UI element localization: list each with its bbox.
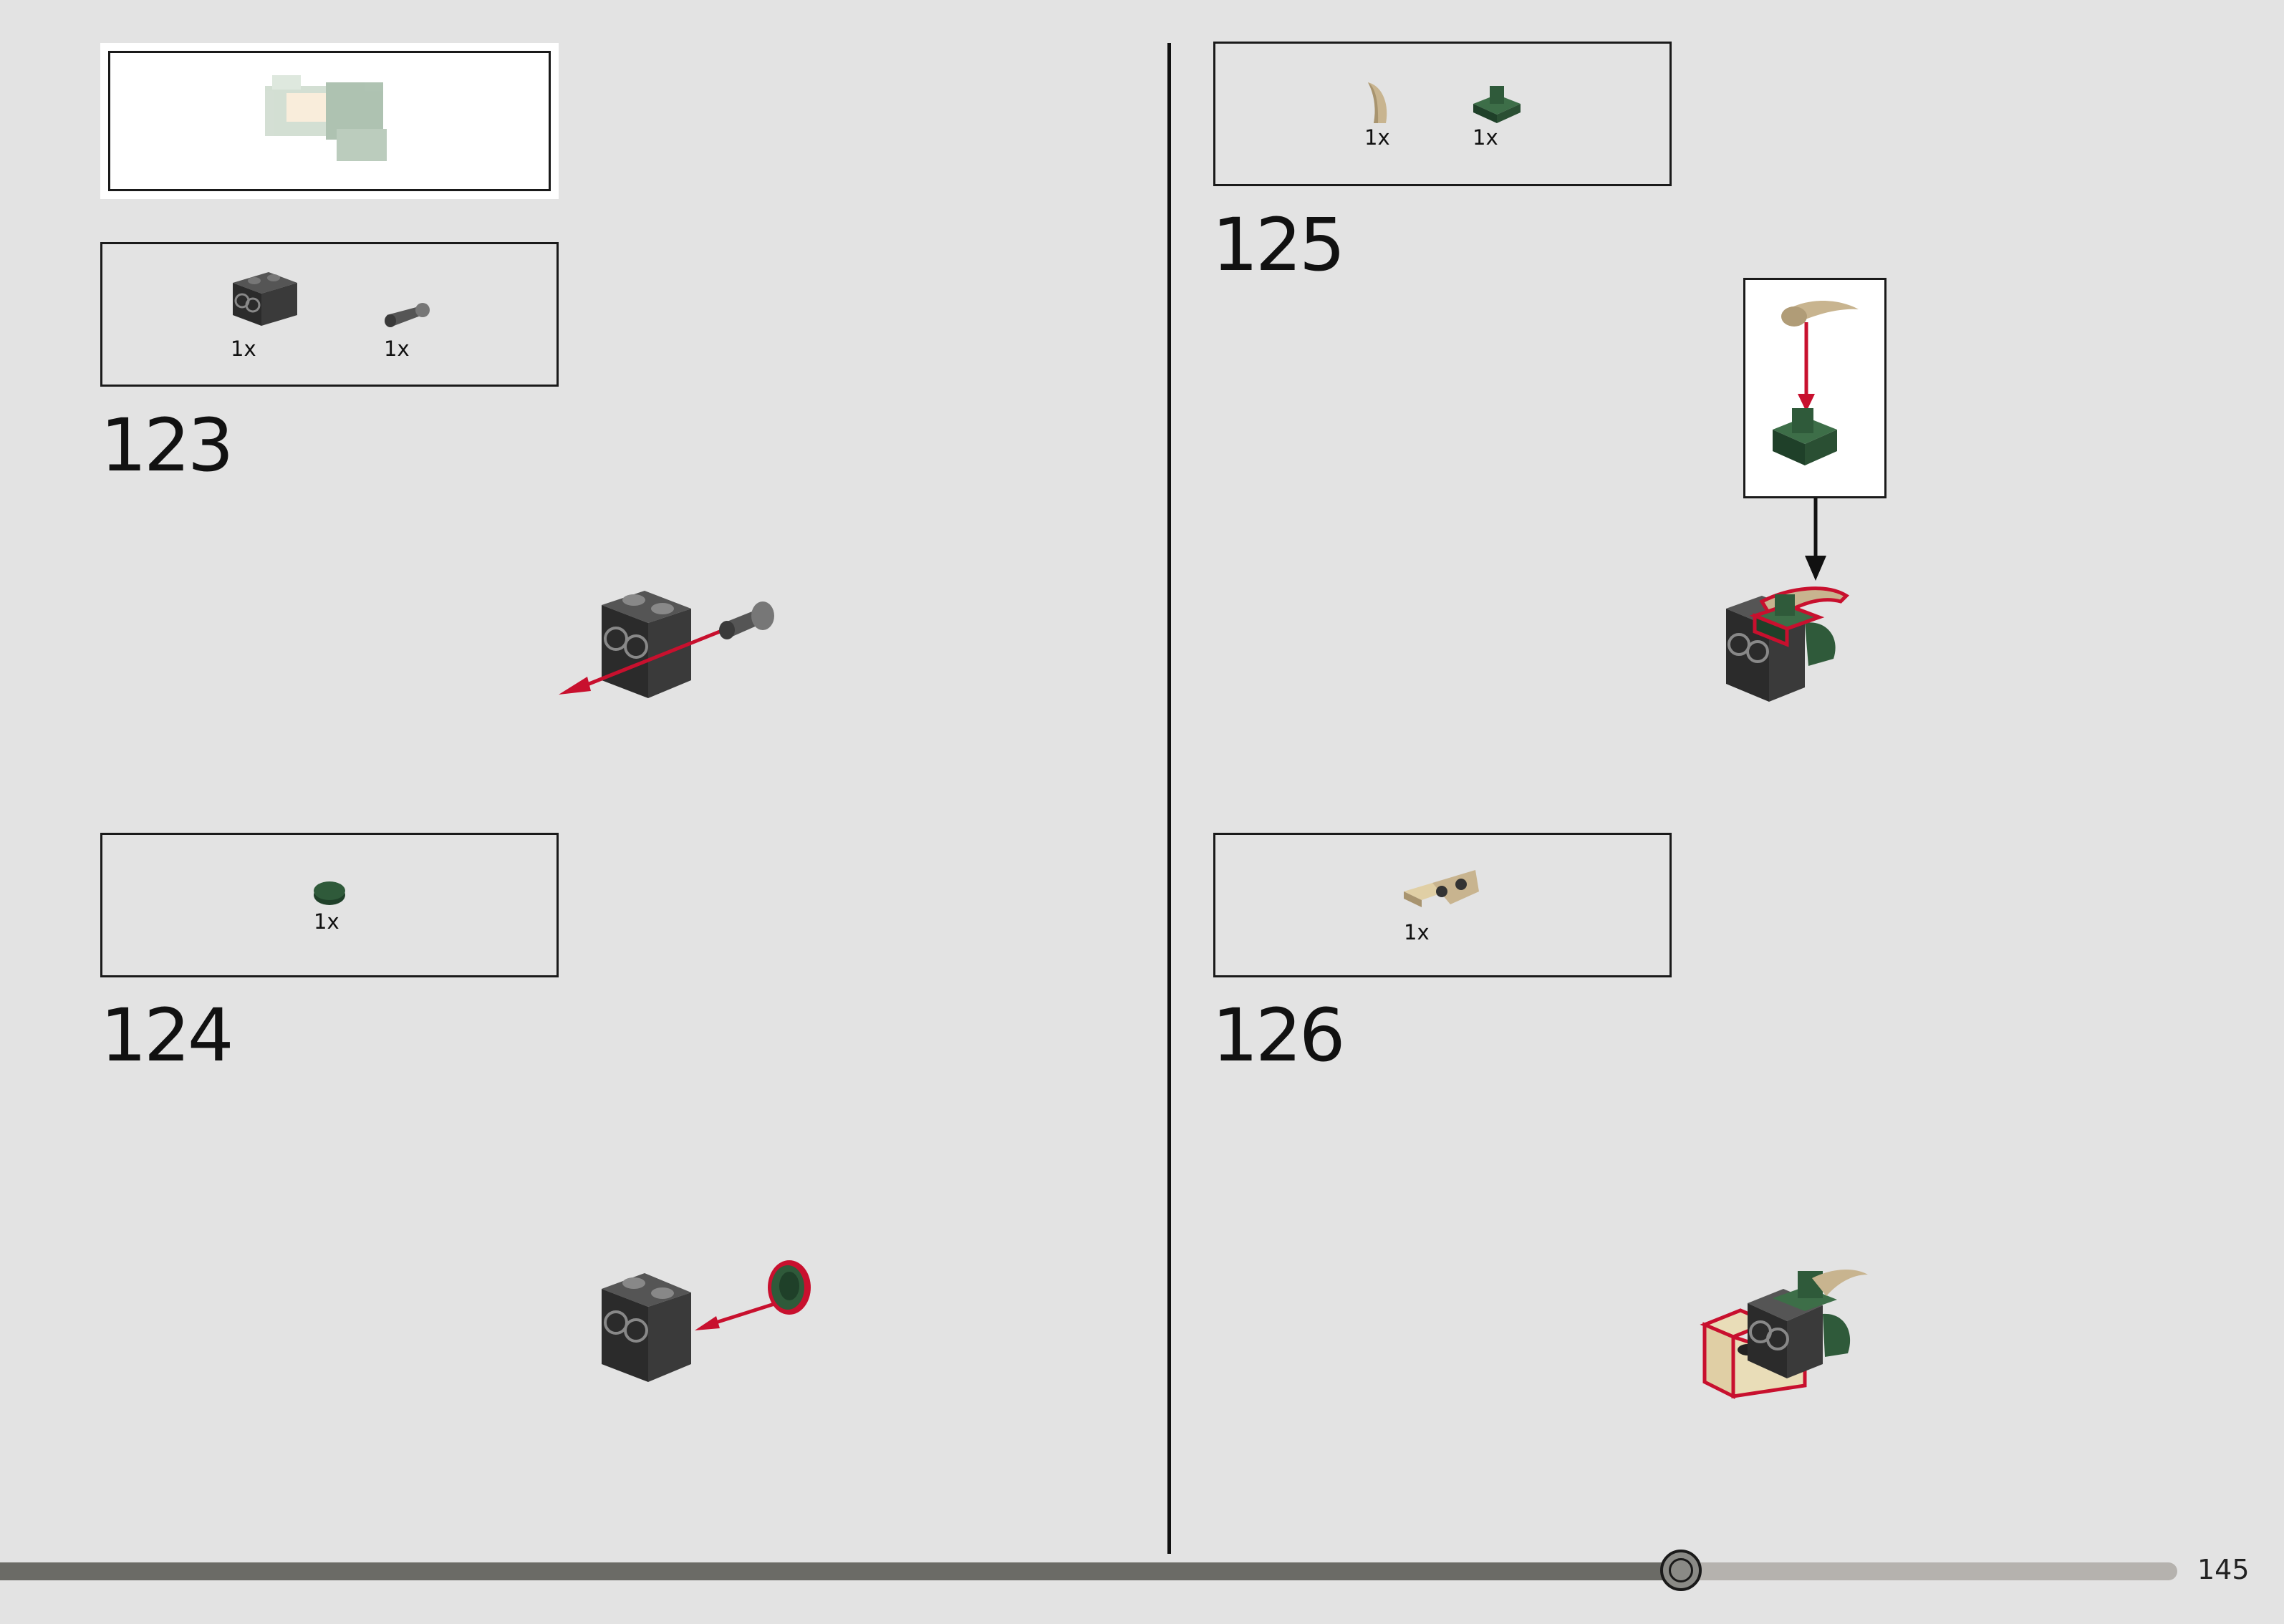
parts-list-box-126 xyxy=(1213,833,1672,977)
step-number: 123 xyxy=(100,403,234,488)
submodel-preview-box xyxy=(100,43,559,199)
part-qty: 1x xyxy=(1404,920,1430,944)
callout-assembly-image xyxy=(1773,301,1859,465)
dark-grey-pin-icon xyxy=(385,303,430,327)
part-qty: 1x xyxy=(231,337,256,361)
step-124-assembly-image xyxy=(602,1260,811,1382)
step-126-assembly-image xyxy=(1700,1270,1868,1400)
step-125-assembly-image xyxy=(1726,586,1850,702)
step-number: 125 xyxy=(1212,203,1346,288)
parts-list-box-125 xyxy=(1213,42,1672,186)
step-123-assembly-image xyxy=(559,591,774,698)
dark-green-clip-plate-icon xyxy=(1473,86,1521,123)
page-number: 145 xyxy=(2197,1554,2250,1585)
tan-bracket-icon xyxy=(1404,870,1479,907)
step-number: 126 xyxy=(1212,993,1346,1078)
page-divider xyxy=(1167,43,1171,1554)
parts-list-box-123 xyxy=(100,242,559,387)
black-technic-brick-1x2-icon xyxy=(233,272,297,326)
tan-horn-icon xyxy=(1368,82,1387,123)
submodel-preview-image xyxy=(265,75,387,161)
parts-list-box-124 xyxy=(100,833,559,977)
dark-green-round-tile-icon xyxy=(314,881,345,905)
progress-knob[interactable] xyxy=(1660,1550,1702,1591)
callout-box-125 xyxy=(1743,278,1887,498)
part-qty: 1x xyxy=(384,337,410,361)
callout-arrow xyxy=(1805,498,1826,581)
step-number: 124 xyxy=(100,993,234,1078)
part-qty: 1x xyxy=(314,909,339,934)
progress-bar-fill xyxy=(0,1562,1683,1580)
part-qty: 1x xyxy=(1473,125,1498,150)
part-qty: 1x xyxy=(1364,125,1390,150)
